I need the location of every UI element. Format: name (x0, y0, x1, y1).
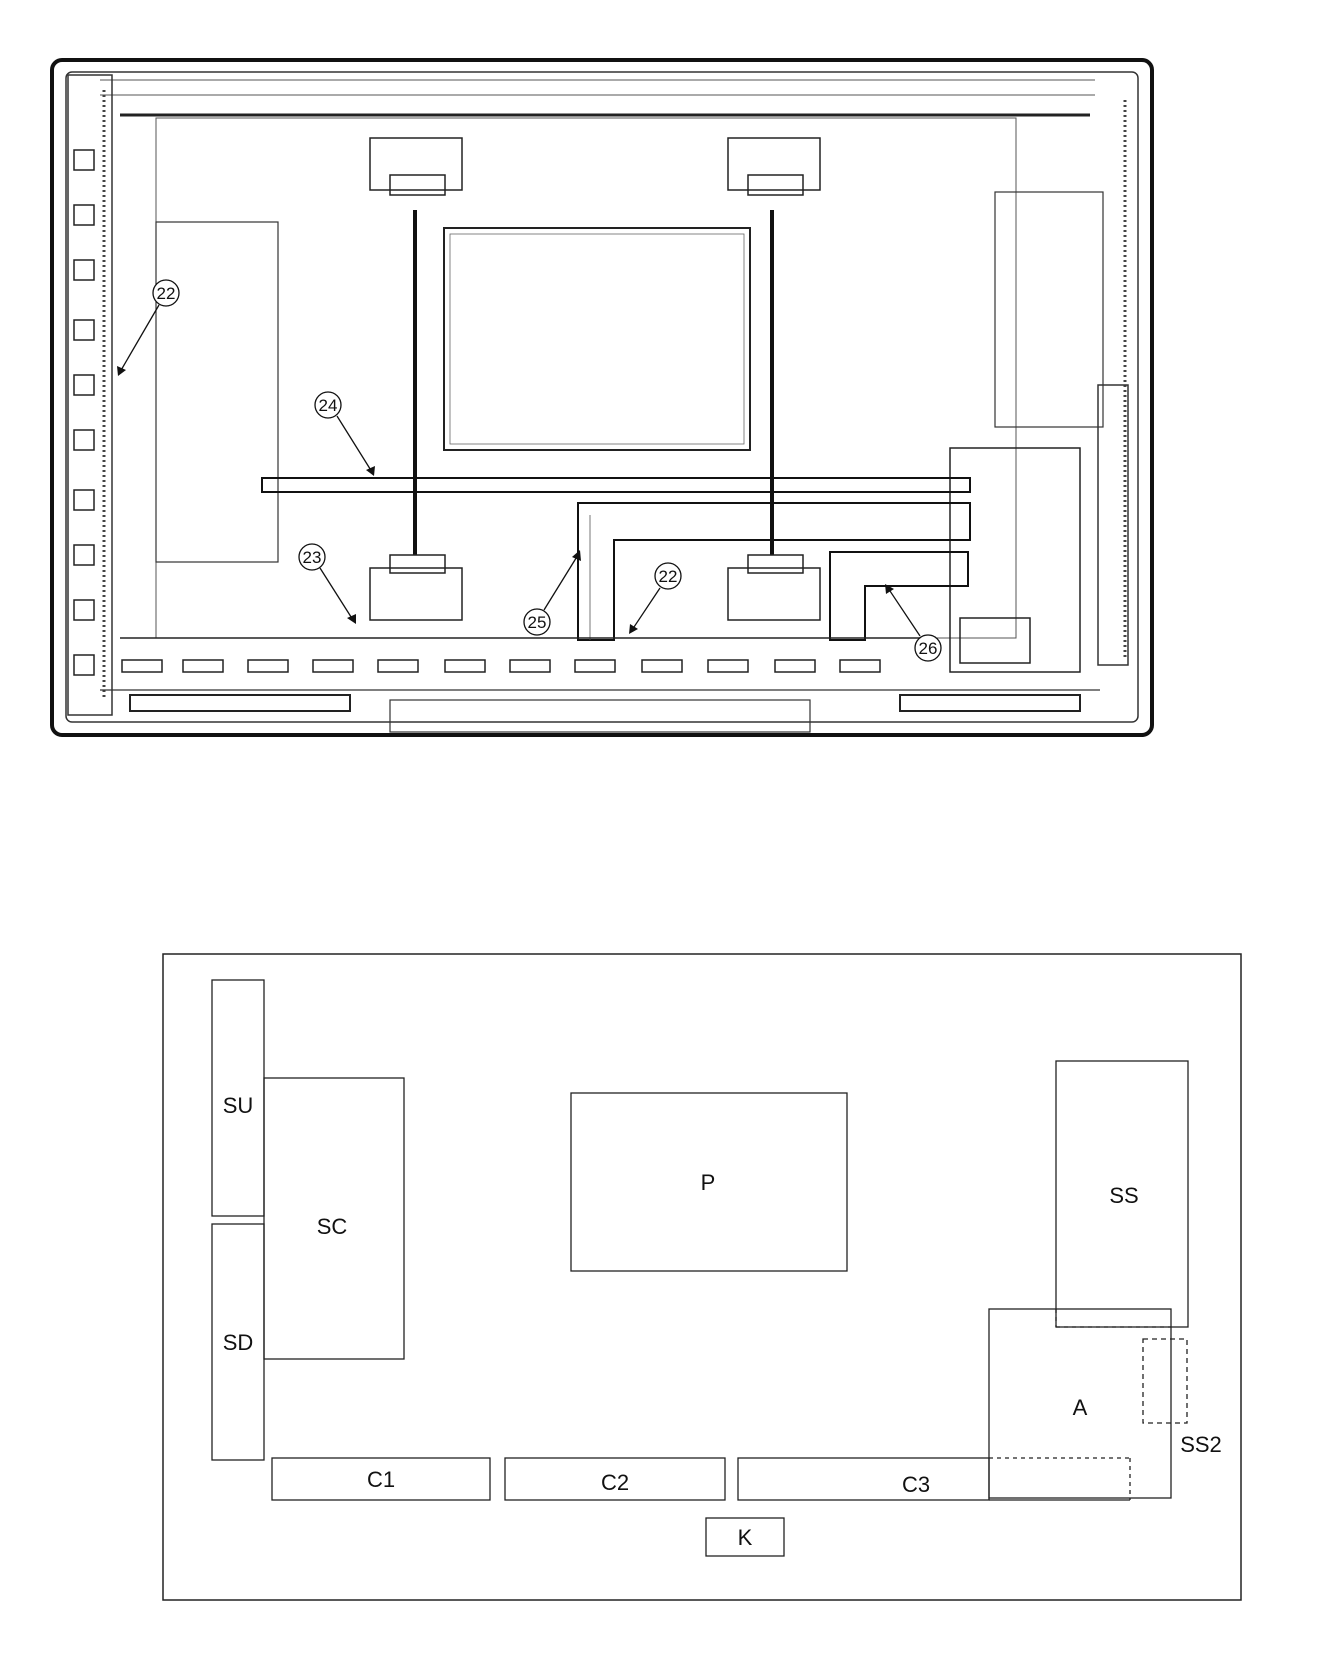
callout-22-left: 22 (117, 279, 180, 376)
flat-cable-26 (829, 551, 969, 641)
a-board-terminal-block (959, 617, 1031, 664)
a-board-drawing (949, 447, 1081, 673)
left-connector-strip (67, 74, 113, 716)
board-ss-label: SS (1109, 1183, 1138, 1208)
board-p-label: P (701, 1170, 716, 1195)
callout-22-center-label: 22 (659, 567, 678, 586)
board-sc: SC (263, 1077, 405, 1360)
p-board-drawing (443, 227, 751, 451)
callout-26-label: 26 (919, 639, 938, 658)
callout-23: 23 (298, 543, 356, 624)
top-bracket-right (727, 137, 821, 196)
board-sd-label: SD (223, 1330, 254, 1355)
callout-24: 24 (314, 391, 375, 476)
board-a: A (988, 1308, 1172, 1499)
board-sd: SD (211, 1223, 265, 1461)
board-ss2: SS2 (1142, 1338, 1222, 1457)
flat-cable-24 (261, 477, 971, 493)
chassis-inner-frame (65, 71, 1139, 723)
top-bracket-left (369, 137, 463, 196)
callout-23-label: 23 (303, 548, 322, 567)
board-c3-label: C3 (902, 1472, 930, 1497)
board-su-label: SU (223, 1093, 254, 1118)
speaker-right (899, 694, 1081, 712)
bottom-bracket-left (369, 554, 463, 621)
board-ss2-label: SS2 (1180, 1432, 1222, 1457)
board-k: K (705, 1517, 785, 1557)
board-c1: C1 (271, 1457, 491, 1501)
board-c2-label: C2 (601, 1470, 629, 1495)
p-board-inner (449, 233, 745, 445)
bottom-connectors (121, 659, 881, 673)
board-a-label: A (1073, 1395, 1088, 1420)
board-p: P (570, 1092, 848, 1272)
callout-25-label: 25 (528, 613, 547, 632)
right-connector-strip (1097, 384, 1129, 666)
board-c3: C3 (737, 1457, 1131, 1501)
board-layout-frame (162, 953, 1242, 1601)
sc-board-drawing (155, 221, 279, 563)
flat-cable-25 (577, 502, 971, 641)
rear-chassis-drawing: 22 24 23 25 22 26 (50, 58, 1154, 737)
speaker-left (129, 694, 351, 712)
callout-24-label: 24 (319, 396, 338, 415)
board-c2: C2 (504, 1457, 726, 1501)
left-connectors (73, 149, 95, 676)
ss-board-drawing (994, 191, 1104, 428)
board-sc-label: SC (317, 1214, 348, 1239)
board-c1-label: C1 (367, 1467, 395, 1492)
board-ss: SS (1055, 1060, 1189, 1328)
callout-22-left-label: 22 (157, 284, 176, 303)
bottom-bracket-right (727, 554, 821, 621)
k-board-drawing (389, 699, 811, 733)
board-su: SU (211, 979, 265, 1217)
board-k-label: K (738, 1525, 753, 1550)
callout-25: 25 (523, 550, 581, 636)
callout-22-center: 22 (629, 562, 682, 634)
callout-26: 26 (885, 584, 942, 662)
chassis-outer-frame (50, 58, 1154, 737)
